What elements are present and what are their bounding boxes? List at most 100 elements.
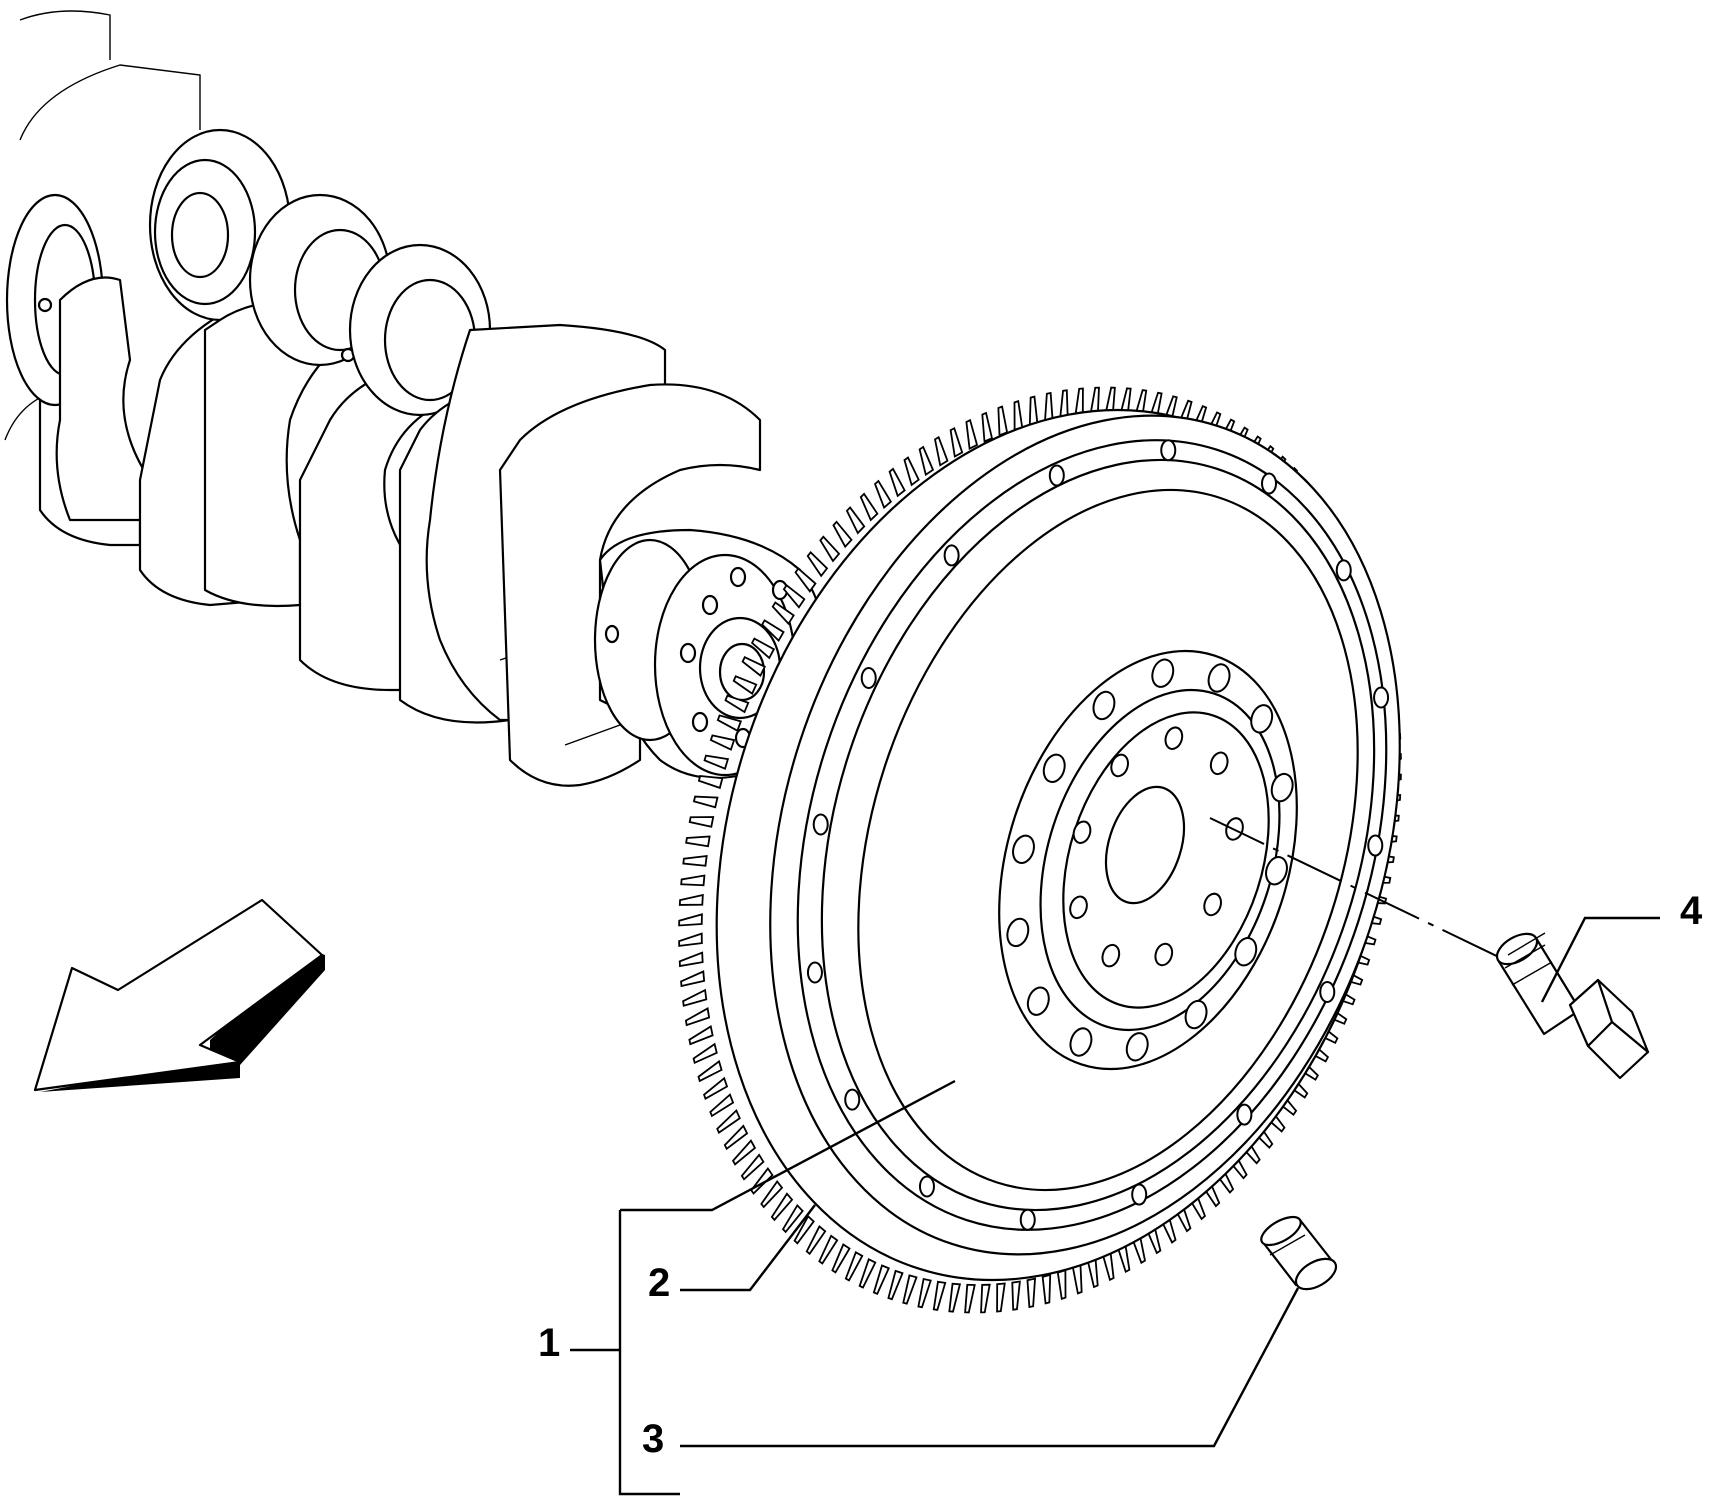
callout-2: 2 xyxy=(648,1261,670,1305)
gear-tooth xyxy=(818,1234,839,1265)
gear-tooth xyxy=(682,854,708,867)
hub-hole xyxy=(1110,753,1129,778)
gear-tooth xyxy=(716,1108,741,1135)
gear-tooth xyxy=(770,1192,794,1222)
gear-tooth xyxy=(750,1167,774,1195)
callout-3: 3 xyxy=(642,1417,664,1461)
gear-tooth xyxy=(932,1280,947,1311)
hub-hole xyxy=(1154,942,1174,967)
gear-tooth xyxy=(678,893,704,906)
hub-hole xyxy=(1026,986,1050,1016)
gear-tooth xyxy=(703,1076,729,1101)
gear-tooth xyxy=(996,1282,1006,1313)
bolt-hole xyxy=(844,1088,861,1111)
gear-tooth xyxy=(771,601,795,626)
hub-hole xyxy=(1270,772,1294,803)
bolt-hole xyxy=(1160,439,1177,462)
gear-tooth xyxy=(1056,1269,1067,1301)
gear-tooth xyxy=(782,583,806,609)
direction-arrow-icon xyxy=(33,898,325,1092)
gear-tooth xyxy=(750,637,776,660)
gear-tooth xyxy=(873,479,893,510)
gear-tooth xyxy=(1013,399,1024,431)
bolt-hole xyxy=(860,666,877,689)
gear-tooth xyxy=(740,1153,765,1181)
gear-tooth xyxy=(682,988,708,1007)
gear-tooth xyxy=(697,775,724,790)
flywheel-bolt-icon xyxy=(1495,932,1650,1080)
bolt-hole xyxy=(812,813,829,836)
gear-tooth xyxy=(1011,1280,1021,1311)
bolt-hole xyxy=(1236,1103,1253,1126)
hub-hole xyxy=(1234,937,1258,967)
bolt-hole xyxy=(1019,1208,1036,1231)
hub-hole xyxy=(1250,704,1274,734)
hub-hole xyxy=(1151,658,1175,688)
gear-tooth xyxy=(997,405,1009,437)
gear-tooth xyxy=(806,551,829,578)
gear-tooth xyxy=(831,1243,851,1274)
hub-hole xyxy=(1203,892,1222,917)
gear-tooth xyxy=(724,694,750,714)
gear-tooth xyxy=(887,1269,904,1301)
gear-tooth xyxy=(1026,1277,1037,1309)
gear-tooth xyxy=(716,714,743,732)
gear-tooth xyxy=(1041,1273,1052,1305)
hub-hole xyxy=(1042,753,1066,783)
gear-tooth xyxy=(680,874,706,887)
gear-tooth xyxy=(888,467,906,498)
gear-tooth xyxy=(832,520,853,549)
gear-tooth xyxy=(819,535,841,563)
gear-tooth xyxy=(949,426,964,458)
gear-tooth xyxy=(723,1124,749,1151)
gear-tooth xyxy=(692,1042,718,1065)
gear-tooth xyxy=(918,445,935,477)
gear-tooth xyxy=(1071,1263,1083,1295)
gear-tooth xyxy=(732,675,758,696)
hub-hole xyxy=(1006,917,1030,948)
gear-tooth xyxy=(902,1274,918,1305)
hub-hole xyxy=(1125,1032,1149,1062)
bolt-hole xyxy=(806,961,823,984)
gear-tooth xyxy=(680,970,706,988)
gear-tooth xyxy=(934,435,949,467)
gear-tooth xyxy=(793,1214,815,1245)
gear-tooth xyxy=(794,567,817,593)
bolt-hole xyxy=(1367,834,1384,857)
gear-tooth xyxy=(731,1139,757,1166)
bolt-hole xyxy=(1261,472,1278,495)
crankshaft-icon xyxy=(4,10,827,787)
gear-tooth xyxy=(678,913,703,927)
gear-tooth xyxy=(781,1203,804,1234)
gear-tooth xyxy=(688,1025,714,1046)
hub-hole xyxy=(1209,751,1229,776)
gear-tooth xyxy=(678,951,704,968)
gear-tooth xyxy=(917,1277,932,1309)
gear-tooth xyxy=(872,1264,890,1295)
gear-tooth xyxy=(692,795,719,809)
callout-1: 1 xyxy=(538,1321,560,1365)
dowel-pin-icon xyxy=(1260,1215,1338,1291)
gear-tooth xyxy=(980,1283,991,1314)
gear-tooth xyxy=(965,418,979,450)
gear-tooth xyxy=(688,816,715,828)
hub-hole xyxy=(1207,663,1231,693)
gear-tooth xyxy=(709,734,736,751)
gear-tooth xyxy=(1043,391,1054,423)
gear-tooth xyxy=(684,1007,711,1027)
hub-hole xyxy=(1072,820,1092,844)
gear-tooth xyxy=(761,619,785,643)
gear-tooth xyxy=(844,1251,864,1282)
flywheel-icon xyxy=(678,386,1402,1314)
hub-hole xyxy=(1164,726,1184,750)
gear-tooth xyxy=(981,411,994,443)
gear-tooth xyxy=(685,835,711,848)
gear-tooth xyxy=(678,932,703,947)
callout-leaders xyxy=(570,916,1660,1496)
bolt-hole xyxy=(1373,686,1390,709)
bolt-hole xyxy=(918,1175,935,1198)
hub-hole xyxy=(1092,690,1116,721)
bolt-hole xyxy=(943,544,960,567)
gear-tooth xyxy=(948,1282,962,1313)
